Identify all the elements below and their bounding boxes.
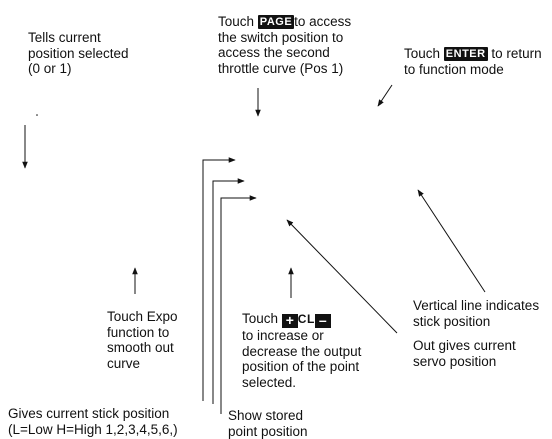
expo-note: Touch Expo function to smooth out curve — [107, 309, 178, 371]
stored-point-connector — [212, 178, 245, 404]
enter-key-icon: ENTER — [443, 47, 488, 61]
stored-point-connector-2 — [220, 195, 257, 414]
stored-point-note: Show stored point position — [228, 408, 308, 439]
cl-key-icon: CL — [297, 312, 315, 326]
stick-position-connector — [202, 157, 236, 401]
page-key-icon: PAGE — [257, 15, 295, 29]
vertical-line-note: Vertical line indicates stick position — [413, 298, 540, 329]
out-value-note: Out gives current servo position — [413, 338, 516, 369]
position-selected-note: Tells current position selected (0 or 1) — [28, 30, 129, 76]
enter-key-arrow — [377, 84, 393, 107]
stick-position-note: Gives current stick position (L=Low H=Hi… — [8, 406, 178, 437]
minus-key-icon: – — [314, 313, 331, 328]
enter-key-note: Touch ENTER to return to function mode — [404, 46, 542, 77]
plus-cl-minus-note: Touch +CL– to increase or decrease the o… — [242, 311, 362, 390]
out-value-arrow — [286, 219, 398, 334]
dot-mark — [36, 114, 38, 116]
plus-key-icon: + — [281, 313, 298, 328]
vertical-line-arrow — [417, 189, 486, 293]
